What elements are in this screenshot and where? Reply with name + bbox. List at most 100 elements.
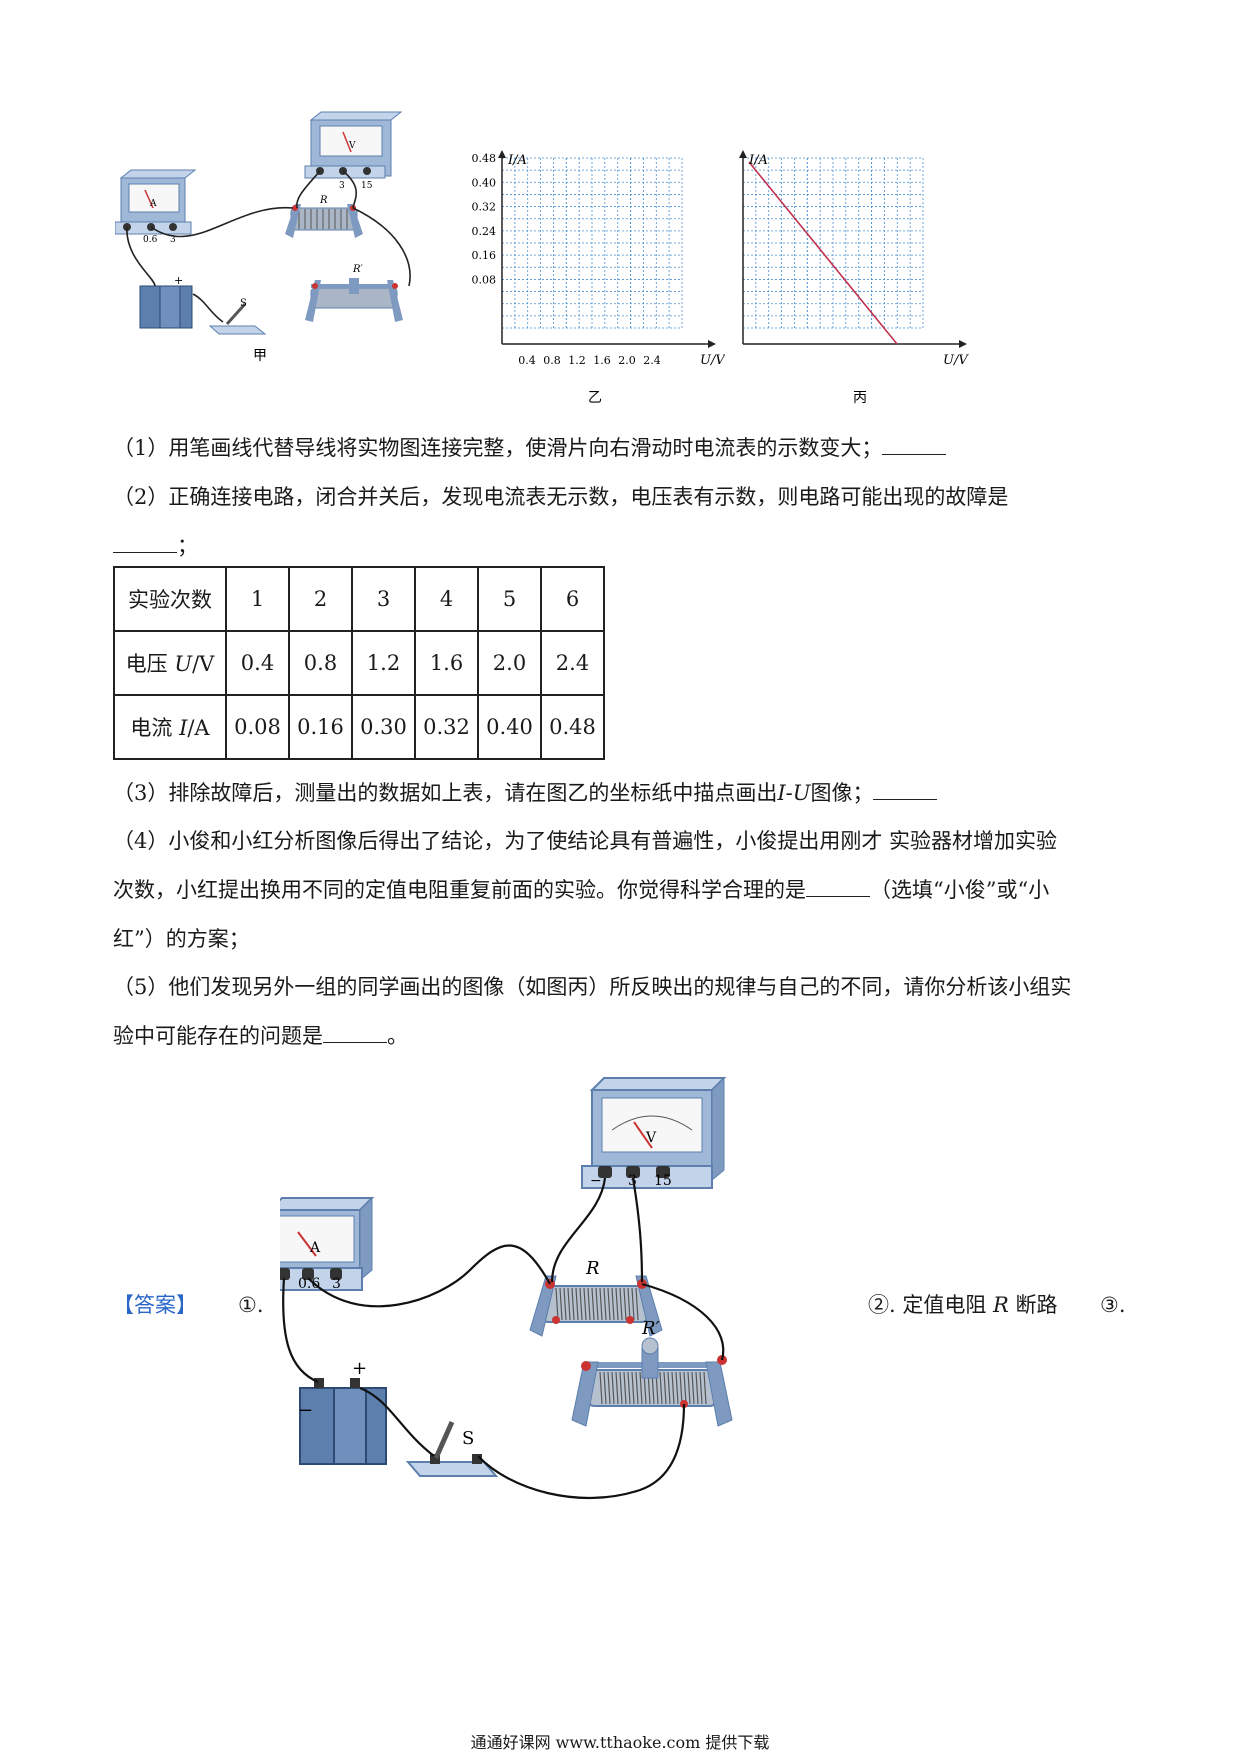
answer-item-2-r: R [993,1293,1009,1317]
table-header-cell: 电流 I/A [113,694,227,760]
answer-voltmeter-icon: V − 3 15 [581,1076,727,1189]
table-cell: 6 [540,566,605,632]
yi-x-tick-label: 2.0 [618,354,636,367]
table-row-current: 电流 I/A 0.08 0.16 0.30 0.32 0.40 0.48 [113,694,605,760]
yi-x-arrow-icon [708,340,716,348]
question-2-end: ； [177,534,198,558]
current-unit: /A [187,716,210,740]
voltmeter-terminal-3: 3 [339,181,345,191]
table-cell: 2 [288,566,353,632]
yi-y-tick-label: 0.24 [472,225,497,238]
table-cell: 1 [225,566,290,632]
table-row-voltage: 电压 U/V 0.4 0.8 1.2 1.6 2.0 2.4 [113,630,605,696]
figure-bing-caption: 丙 [853,390,867,406]
answer-voltmeter-label: V [645,1130,657,1146]
yi-y-axis-label: I/A [507,153,527,168]
voltage-symbol: U [174,652,193,676]
answer-item-2-text-b: 断路 [1008,1293,1058,1317]
figure-jia-circuit: V 3 15 A 0.6 3 R R′ [115,111,411,364]
table-cell: 2.4 [540,630,605,696]
figure-yi-caption: 乙 [588,390,602,406]
table-header-cell: 实验次数 [113,566,227,632]
resistor-r-icon: R [285,195,363,238]
question-5-blank[interactable] [323,1022,387,1043]
yi-x-tick-label: 1.2 [568,354,586,367]
yi-x-axis-label: U/V [700,353,725,368]
table-cell: 0.4 [225,630,290,696]
question-5: （5）他们发现另外一组的同学画出的图像（如图丙）所反映出的规律与自己的不同，请你… [113,972,1071,1002]
question-2-continued: ； [113,531,198,561]
yi-y-tick-label: 0.08 [472,273,497,286]
question-1-text: （1）用笔画线代替导线将实物图连接完整，使滑片向右滑动时电流表的示数变大； [113,436,883,460]
yi-x-tick-label: 0.4 [518,354,536,367]
question-1: （1）用笔画线代替导线将实物图连接完整，使滑片向右滑动时电流表的示数变大； [113,433,947,463]
table-cell: 5 [477,566,542,632]
answer-battery-minus-label: − [298,1400,313,1421]
switch-icon: S [208,298,267,335]
answer-item-2-text: ②. 定值电阻 [868,1293,994,1317]
answer-line: 【答案】 [113,1290,197,1320]
yi-x-tick-label: 1.6 [593,354,611,367]
question-2-text: （2）正确连接电路，闭合并关后，发现电流表无示数，电压表有示数，则电路可能出现的… [113,485,1009,509]
question-4-text-a: （4）小俊和小红分析图像后得出了结论，为了使结论具有普遍性，小俊提出用刚才 实验… [113,829,1058,853]
answer-voltmeter-terminal-15: 15 [654,1173,672,1189]
bing-x-axis-label: U/V [943,353,969,368]
question-2-blank[interactable] [113,532,177,553]
table-cell: 0.32 [414,694,479,760]
table-cell: 0.8 [288,630,353,696]
yi-x-tick-label: 2.4 [643,354,661,367]
battery-icon: + [139,274,193,329]
question-1-blank[interactable] [882,434,947,455]
circuit-wires [126,170,411,323]
answer-ammeter-terminal-06: 0.6 [298,1276,320,1292]
question-4-continued: 次数，小红提出换用不同的定值电阻重复前面的实验。你觉得科学合理的是（选填“小俊”… [113,875,1049,905]
answer-circuit: V − 3 15 A 0.6 3 R R′ [280,1076,733,1500]
question-5-text-a: （5）他们发现另外一组的同学画出的图像（如图丙）所反映出的规律与自己的不同，请你… [113,975,1072,999]
answer-item-3: ③. [1100,1290,1126,1320]
question-4-continued-2: 红”）的方案； [113,924,250,954]
answer-item-1-text: ①. [238,1293,264,1317]
question-3-iu: I-U [777,781,811,805]
answer-battery-icon: + − [298,1358,387,1465]
bing-y-axis-label: I/A [748,153,768,168]
yi-y-tick-labels: 0.480.400.320.240.160.08 [472,152,497,286]
question-3: （3）排除故障后，测量出的数据如上表，请在图乙的坐标纸中描点画出I-U图像； [113,778,938,808]
voltmeter-terminal-15: 15 [361,181,373,191]
page-footer: 通通好课网 www.tthaoke.com 提供下载 [470,1733,770,1752]
figure-bing-grid: I/A U/V 丙 [739,150,969,406]
voltmeter-label: V [348,141,356,151]
current-symbol: I [179,716,188,740]
answer-battery-plus-label: + [352,1358,367,1379]
answer-circuit-wires [282,1177,725,1500]
ammeter-label: A [149,199,157,209]
table-row-trials: 实验次数 1 2 3 4 5 6 [113,566,605,632]
table-cell: 0.40 [477,694,542,760]
ammeter-terminal-3: 3 [170,235,176,245]
question-4-blank[interactable] [806,876,870,897]
table-cell: 2.0 [477,630,542,696]
table-cell: 1.6 [414,630,479,696]
answer-item-1: ①. [238,1290,264,1320]
current-label-text: 电流 [130,716,180,740]
yi-y-tick-label: 0.32 [472,201,497,214]
question-5-text-b: 验中可能存在的问题是 [113,1024,323,1048]
question-3-blank[interactable] [873,779,938,800]
yi-y-arrow-icon [498,150,506,158]
table-cell: 0.48 [540,694,605,760]
answer-item-3-text: ③. [1100,1293,1126,1317]
table-cell: 1.2 [351,630,416,696]
rheostat-icon: R′ [305,264,403,322]
battery-plus-label: + [174,274,183,287]
question-3-text: （3）排除故障后，测量出的数据如上表，请在图乙的坐标纸中描点画出 [113,781,778,805]
answer-item-2: ②. 定值电阻 R 断路 [868,1290,1058,1320]
table-header-cell: 电压 U/V [113,630,227,696]
question-5-end: 。 [387,1024,408,1048]
voltage-label-text: 电压 [125,652,175,676]
answer-ammeter-terminal-3: 3 [332,1276,341,1292]
answer-rheostat-label: R′ [641,1318,660,1339]
rheostat-label: R′ [352,264,364,275]
question-2: （2）正确连接电路，闭合并关后，发现电流表无示数，电压表有示数，则电路可能出现的… [113,482,1008,512]
figure-jia-caption: 甲 [253,348,267,364]
